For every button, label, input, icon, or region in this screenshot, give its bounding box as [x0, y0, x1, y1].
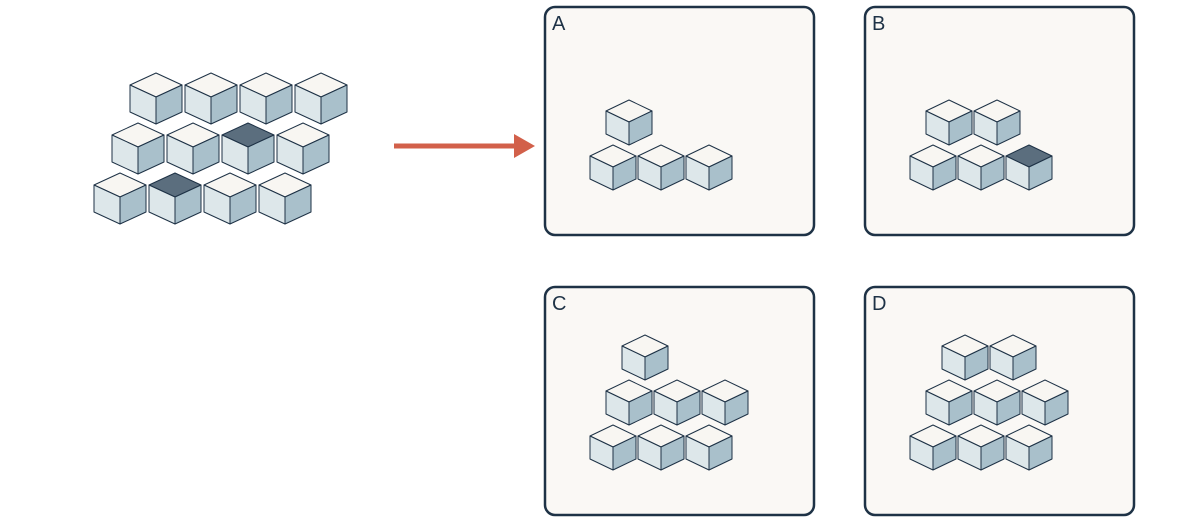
- option-panel-a[interactable]: A: [543, 5, 816, 237]
- cube-right-face: [137, 134, 165, 175]
- cube: [203, 172, 257, 225]
- cube: [1005, 424, 1053, 471]
- cube-right-face: [1028, 435, 1053, 471]
- option-label-a: A: [552, 13, 566, 35]
- cube-right-face: [660, 435, 685, 471]
- cube-right-face: [708, 155, 733, 191]
- transform-arrow: [394, 134, 535, 158]
- cube-right-face: [247, 134, 275, 175]
- reference-cube-arrangement: [93, 72, 348, 225]
- cube: [941, 334, 989, 381]
- option-panel-c[interactable]: C: [543, 285, 816, 517]
- cube-marked: [221, 122, 275, 175]
- cube: [701, 379, 749, 426]
- cube-right-face: [724, 390, 749, 426]
- cube-right-face: [1028, 155, 1053, 191]
- option-panel-d[interactable]: D: [863, 285, 1136, 517]
- cube-right-face: [628, 390, 653, 426]
- cube-right-face: [1012, 345, 1037, 381]
- cube-right-face: [320, 84, 348, 125]
- cube: [957, 144, 1005, 191]
- cube: [925, 379, 973, 426]
- cube-right-face: [708, 435, 733, 471]
- cube-right-face: [119, 184, 147, 225]
- option-d-cubes: [909, 334, 1069, 471]
- cube-right-face: [644, 345, 669, 381]
- cube-marked: [148, 172, 202, 225]
- cube: [111, 122, 165, 175]
- cube-right-face: [932, 435, 957, 471]
- cube: [925, 99, 973, 146]
- option-panel-a-frame: [543, 5, 816, 237]
- option-panel-b[interactable]: B: [863, 5, 1136, 237]
- cube-right-face: [174, 184, 202, 225]
- cube: [1021, 379, 1069, 426]
- option-b-cubes: [909, 99, 1053, 191]
- cube-right-face: [964, 345, 989, 381]
- cube: [989, 334, 1037, 381]
- cube: [276, 122, 330, 175]
- option-a-cubes: [589, 99, 733, 191]
- cube: [653, 379, 701, 426]
- option-label-b: B: [872, 13, 885, 35]
- cube-right-face: [229, 184, 257, 225]
- option-c-cubes: [589, 334, 749, 471]
- cube-right-face: [660, 155, 685, 191]
- cube: [184, 72, 238, 125]
- cube: [129, 72, 183, 125]
- cube-right-face: [612, 435, 637, 471]
- cube: [605, 99, 653, 146]
- option-label-c: C: [552, 293, 566, 315]
- cube-right-face: [996, 110, 1021, 146]
- option-label-d: D: [872, 293, 886, 315]
- cube-right-face: [948, 390, 973, 426]
- cube: [621, 334, 669, 381]
- cube: [589, 424, 637, 471]
- cube: [239, 72, 293, 125]
- cube-right-face: [265, 84, 293, 125]
- cube-right-face: [996, 390, 1021, 426]
- arrow-head: [514, 134, 535, 158]
- cube: [294, 72, 348, 125]
- cube: [685, 144, 733, 191]
- cube: [637, 144, 685, 191]
- cube-right-face: [980, 435, 1005, 471]
- cube-right-face: [932, 155, 957, 191]
- cube-marked: [1005, 144, 1053, 191]
- cube-right-face: [612, 155, 637, 191]
- cube: [685, 424, 733, 471]
- cube: [93, 172, 147, 225]
- cube: [166, 122, 220, 175]
- cube: [973, 379, 1021, 426]
- cube-right-face: [980, 155, 1005, 191]
- cube-right-face: [192, 134, 220, 175]
- cube: [258, 172, 312, 225]
- cube: [909, 424, 957, 471]
- cube-right-face: [155, 84, 183, 125]
- cube: [589, 144, 637, 191]
- cube: [973, 99, 1021, 146]
- cube-right-face: [284, 184, 312, 225]
- cube-right-face: [302, 134, 330, 175]
- cube: [637, 424, 685, 471]
- cube: [957, 424, 1005, 471]
- cube-right-face: [948, 110, 973, 146]
- cube-right-face: [1044, 390, 1069, 426]
- cube-right-face: [210, 84, 238, 125]
- cube: [909, 144, 957, 191]
- cube-right-face: [676, 390, 701, 426]
- cube-right-face: [628, 110, 653, 146]
- cube: [605, 379, 653, 426]
